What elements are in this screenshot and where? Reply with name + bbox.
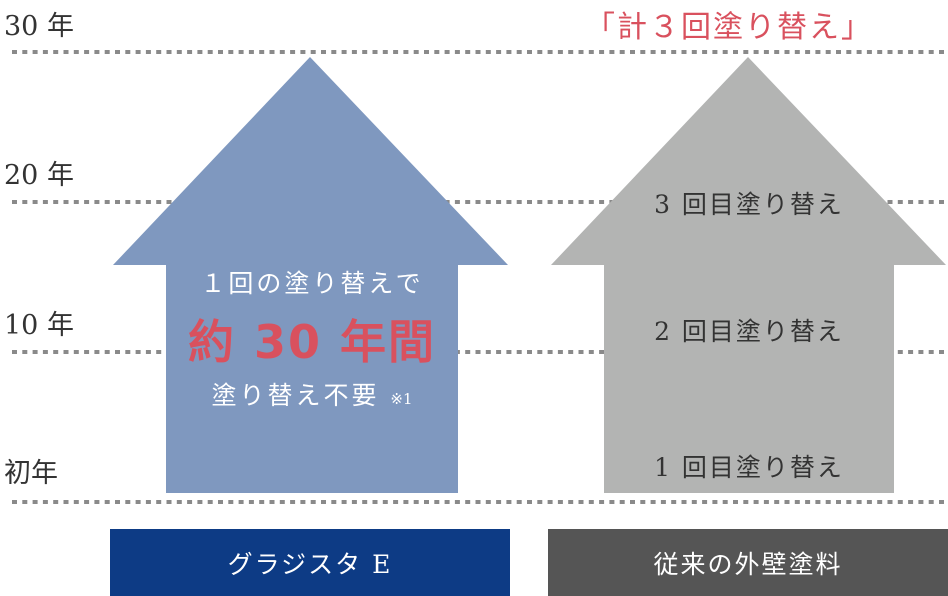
blue-arrow [113,57,508,493]
label-conventional: 従来の外壁塗料 [548,529,948,596]
footnote-mark: ※1 [390,390,413,408]
axis-label-0: 初年 [4,458,58,489]
left-line1: １回の塗り替えで [200,269,424,298]
label-grajista: グラジスタ E [110,529,510,596]
axis-label-20: 20 年 [4,160,74,191]
right-r1: 1 回目塗り替え [654,453,844,482]
right-r3: 3 回目塗り替え [654,190,844,219]
axis-label-30: 30 年 [4,11,74,42]
gray-arrow [551,57,946,493]
axis-label-10: 10 年 [4,310,74,341]
left-line2: 約 30 年間 [187,315,437,369]
headline: 「計３回塗り替え」 [585,10,873,45]
left-line3: 塗り替え不要 [211,381,380,410]
right-r2: 2 回目塗り替え [654,317,844,346]
